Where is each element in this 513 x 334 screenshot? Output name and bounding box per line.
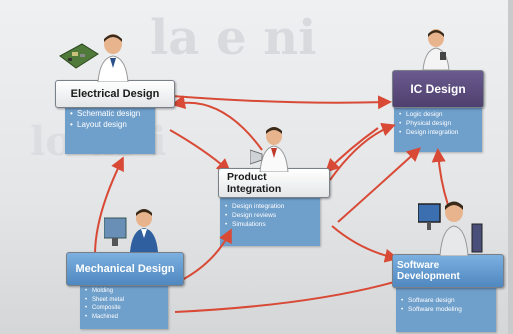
detail-item: Design integration bbox=[399, 128, 482, 137]
arrow-electrical-to-product bbox=[169, 129, 232, 173]
detail-item: Machined bbox=[85, 313, 168, 322]
arrow-software-up-to-ic bbox=[431, 148, 449, 206]
detail-item: Schematic design bbox=[70, 108, 155, 119]
node-electrical-design: Electrical Design Schematic design Layou… bbox=[55, 80, 175, 154]
detail-item: Physical design bbox=[399, 119, 482, 128]
person-engineer-icon bbox=[97, 34, 129, 82]
arrow-electrical-to-ic bbox=[171, 95, 392, 110]
node-software-details: Software design Software modeling bbox=[396, 286, 496, 332]
detail-item: Simulations bbox=[225, 220, 320, 229]
detail-item: Composite bbox=[85, 304, 168, 313]
right-edge-strip bbox=[508, 0, 513, 334]
detail-item: Design integration bbox=[225, 202, 320, 211]
node-ic-details: Logic design Physical design Design inte… bbox=[394, 106, 482, 152]
arrow-mechanical-to-software bbox=[174, 274, 412, 313]
node-software-development: Software Development Software design Sof… bbox=[392, 254, 504, 332]
node-mechanical-design: Mechanical Design Molding Sheet metal Co… bbox=[66, 252, 184, 329]
node-electrical-details: Schematic design Layout design bbox=[65, 104, 155, 154]
person-ic-designer-icon bbox=[422, 29, 450, 70]
detail-item: Layout design bbox=[70, 119, 155, 130]
node-product-title: Product Integration bbox=[218, 168, 330, 198]
person-software-developer-icon bbox=[418, 201, 483, 256]
arrow-mechanical-to-product bbox=[181, 228, 232, 281]
detail-item: Software design bbox=[401, 296, 496, 305]
detail-item: Sheet metal bbox=[85, 296, 168, 305]
node-software-title: Software Development bbox=[392, 254, 504, 288]
node-electrical-title: Electrical Design bbox=[55, 80, 175, 108]
node-ic-title: IC Design bbox=[392, 70, 484, 108]
arrow-software-to-ic bbox=[337, 147, 421, 223]
arrow-ic-to-product bbox=[325, 127, 379, 173]
detail-item: Software modeling bbox=[401, 305, 496, 314]
detail-item: Logic design bbox=[399, 110, 482, 119]
node-mechanical-details: Molding Sheet metal Composite Machined bbox=[80, 284, 168, 329]
node-product-details: Design integration Design reviews Simula… bbox=[220, 196, 320, 246]
person-mechanical-icon bbox=[104, 209, 158, 252]
detail-item: Design reviews bbox=[225, 211, 320, 220]
circuit-board-icon bbox=[59, 43, 99, 69]
arrow-product-to-software bbox=[331, 225, 399, 263]
detail-item: Molding bbox=[85, 287, 168, 296]
node-ic-design: IC Design Logic design Physical design D… bbox=[392, 70, 484, 152]
arrow-mechanical-to-electrical bbox=[94, 156, 124, 256]
arrow-product-to-electrical bbox=[171, 95, 263, 151]
person-presenter-icon bbox=[250, 127, 289, 172]
arrow-product-to-ic bbox=[329, 122, 396, 181]
node-product-integration: Product Integration Design integration D… bbox=[218, 168, 330, 246]
node-mechanical-title: Mechanical Design bbox=[66, 252, 184, 286]
